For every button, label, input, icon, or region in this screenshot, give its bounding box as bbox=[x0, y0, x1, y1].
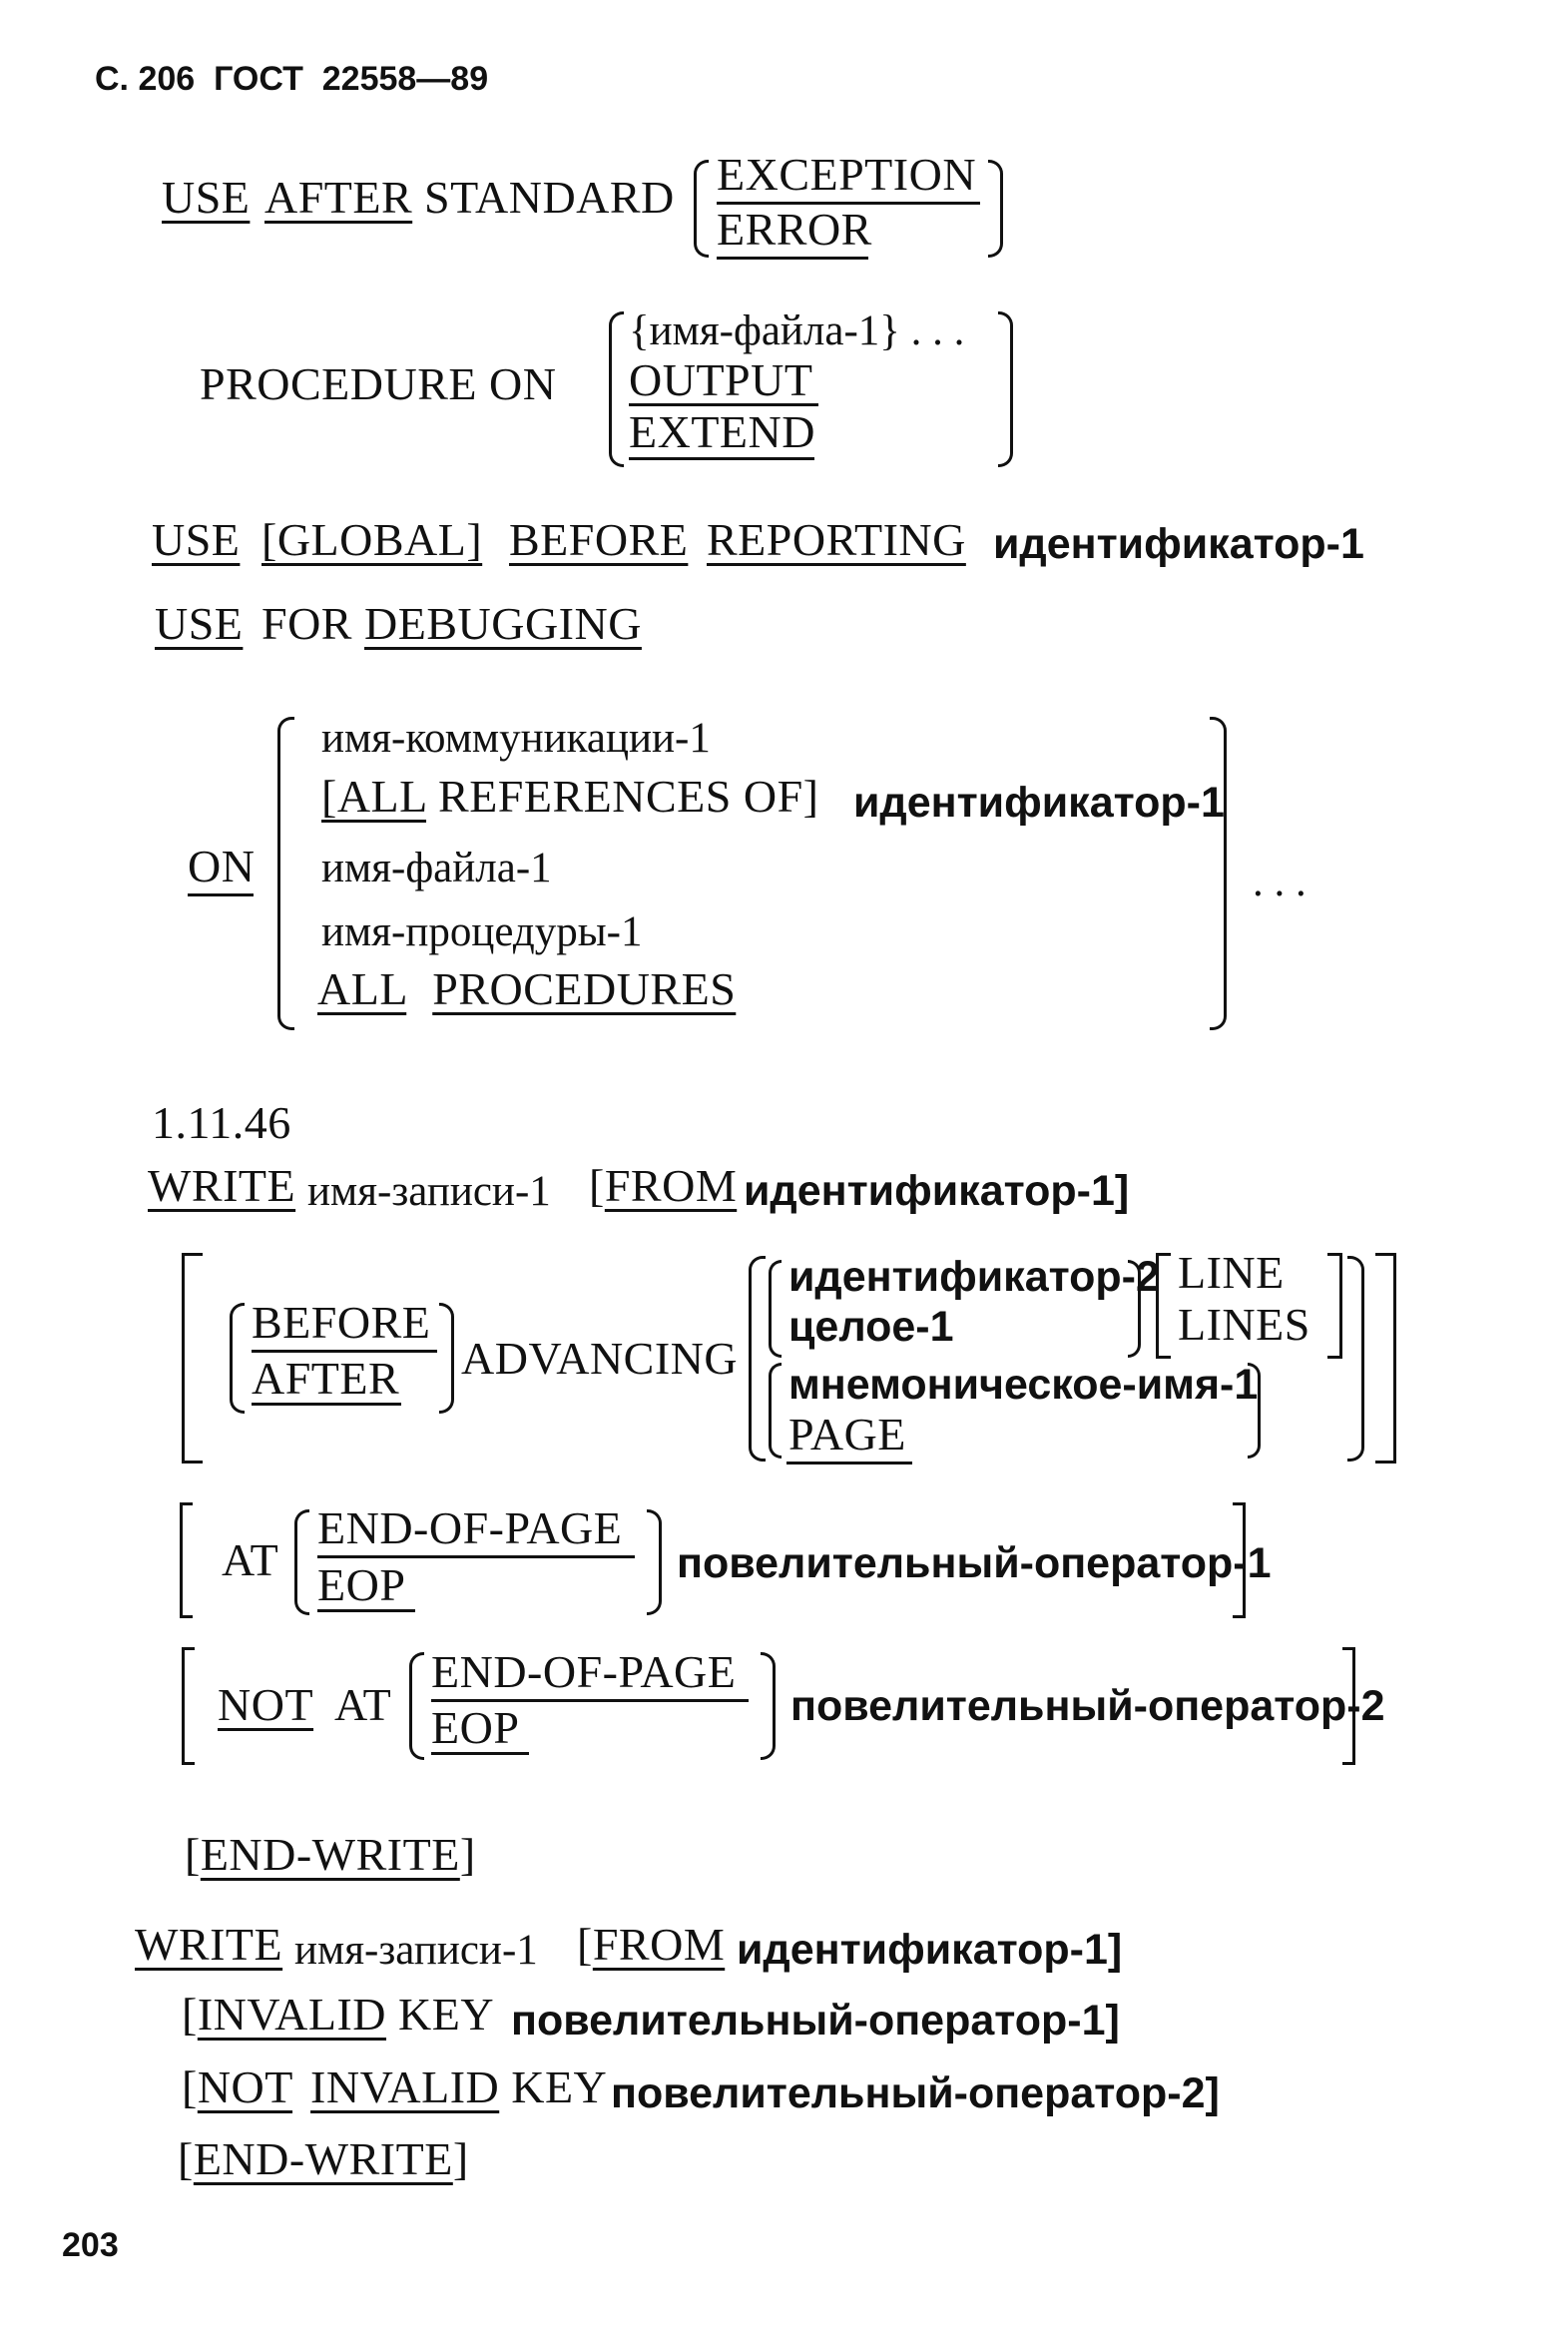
brace-left bbox=[230, 1303, 245, 1414]
kw-error: ERROR bbox=[717, 204, 872, 255]
imperative-statement-1: повелительный-оператор-1] bbox=[511, 1997, 1120, 2045]
kw-use: USE bbox=[162, 172, 251, 223]
underline bbox=[786, 1462, 912, 1465]
kw-use: USE bbox=[152, 514, 241, 565]
kw-after: AFTER bbox=[252, 1353, 400, 1404]
file-name: имя-файла-1 bbox=[321, 845, 552, 891]
brace-left bbox=[694, 160, 709, 258]
procedure-name: имя-процедуры-1 bbox=[321, 908, 643, 955]
underline bbox=[629, 457, 814, 460]
brace-left bbox=[277, 717, 294, 1030]
kw-use: USE bbox=[155, 598, 244, 649]
brace-left bbox=[609, 311, 624, 467]
identifier: идентификатор-1 bbox=[853, 779, 1225, 827]
brace-left bbox=[749, 1256, 766, 1462]
brace-right bbox=[439, 1303, 454, 1414]
kw-end-write: [END-WRITE] bbox=[178, 2133, 469, 2184]
bracket-left bbox=[180, 1502, 193, 1618]
bracket-left bbox=[1156, 1253, 1171, 1359]
record-name: имя-записи-1 bbox=[307, 1168, 551, 1215]
brace-right bbox=[1347, 1256, 1364, 1462]
underline bbox=[317, 1609, 415, 1612]
file-name-option: {имя-файла-1} . . . bbox=[629, 307, 965, 354]
brace-left bbox=[409, 1652, 424, 1760]
kw-from: [FROM bbox=[589, 1160, 738, 1211]
kw-before: BEFORE bbox=[509, 514, 689, 565]
bracket-left bbox=[182, 1647, 195, 1765]
mnemonic-name: мнемоническое-имя-1 bbox=[788, 1361, 1259, 1409]
kw-at: AT bbox=[334, 1679, 392, 1730]
section-number: 1.11.46 bbox=[152, 1097, 291, 1148]
kw-all-references: [ALL REFERENCES OF] bbox=[321, 771, 819, 822]
brace-right bbox=[1210, 717, 1227, 1030]
kw-debugging: DEBUGGING bbox=[364, 598, 642, 649]
kw-reporting: REPORTING bbox=[707, 514, 966, 565]
kw-standard: STANDARD bbox=[424, 172, 675, 223]
kw-end-of-page: END-OF-PAGE bbox=[317, 1502, 623, 1553]
bracket-right bbox=[1375, 1253, 1396, 1464]
record-name: имя-записи-1 bbox=[294, 1927, 538, 1974]
kw-on: ON bbox=[188, 841, 256, 891]
bracket-right bbox=[1342, 1647, 1355, 1765]
underline bbox=[717, 202, 980, 205]
imperative-statement-2: повелительный-оператор-2 bbox=[790, 1682, 1385, 1730]
imperative-statement-1: повелительный-оператор-1 bbox=[677, 1539, 1272, 1587]
kw-extend: EXTEND bbox=[629, 406, 815, 457]
kw-all-procedures: ALL PROCEDURES bbox=[317, 963, 737, 1014]
underline bbox=[252, 1403, 401, 1406]
brace-left bbox=[769, 1363, 782, 1459]
page-number: 203 bbox=[62, 2226, 119, 2264]
underline bbox=[317, 1555, 635, 1558]
identifier: идентификатор-1 bbox=[993, 520, 1364, 568]
identifier: идентификатор-1] bbox=[744, 1167, 1130, 1215]
kw-after: AFTER bbox=[264, 172, 413, 223]
kw-write: WRITE bbox=[148, 1160, 296, 1211]
underline bbox=[717, 257, 868, 260]
integer-1: целое-1 bbox=[788, 1303, 954, 1351]
invalid-key-clause: [INVALID KEY bbox=[182, 1989, 495, 2040]
underline bbox=[431, 1752, 529, 1755]
brace-left bbox=[769, 1260, 782, 1358]
bracket-left bbox=[182, 1253, 203, 1464]
kw-at: AT bbox=[222, 1534, 279, 1585]
kw-eop: EOP bbox=[317, 1559, 406, 1610]
brace-right bbox=[998, 311, 1013, 467]
kw-write: WRITE bbox=[135, 1919, 283, 1970]
underline bbox=[252, 1350, 437, 1353]
ellipsis: . . . bbox=[1253, 859, 1307, 905]
kw-line: LINE bbox=[1178, 1247, 1285, 1298]
brace-left bbox=[294, 1509, 309, 1615]
kw-output: OUTPUT bbox=[629, 354, 813, 405]
kw-before: BEFORE bbox=[252, 1297, 431, 1348]
kw-end-write: [END-WRITE] bbox=[185, 1829, 476, 1880]
imperative-statement-2: повелительный-оператор-2] bbox=[611, 2069, 1220, 2117]
underline bbox=[629, 403, 818, 406]
kw-advancing: ADVANCING bbox=[461, 1333, 739, 1384]
bracket-right bbox=[1327, 1253, 1342, 1359]
identifier: идентификатор-1] bbox=[737, 1926, 1123, 1974]
page-header: С. 206 ГОСТ 22558—89 bbox=[95, 60, 489, 98]
brace-right bbox=[1248, 1363, 1261, 1459]
kw-procedure-on: PROCEDURE ON bbox=[200, 358, 557, 409]
kw-end-of-page: END-OF-PAGE bbox=[431, 1646, 737, 1697]
brace-right bbox=[988, 160, 1003, 258]
kw-page: PAGE bbox=[788, 1409, 906, 1460]
kw-for: FOR bbox=[261, 598, 352, 649]
kw-exception: EXCEPTION bbox=[717, 149, 977, 200]
brace-right bbox=[647, 1509, 662, 1615]
kw-not: NOT bbox=[218, 1679, 314, 1730]
kw-lines: LINES bbox=[1178, 1299, 1310, 1350]
identifier-2: идентификатор-2 bbox=[788, 1253, 1160, 1301]
bracket-right bbox=[1233, 1502, 1246, 1618]
underline bbox=[188, 893, 254, 896]
brace-right bbox=[1128, 1260, 1141, 1358]
kw-global: [GLOBAL] bbox=[261, 514, 483, 565]
underline bbox=[431, 1699, 749, 1702]
comm-name: имя-коммуникации-1 bbox=[321, 715, 711, 762]
kw-from: [FROM bbox=[577, 1919, 726, 1970]
kw-eop: EOP bbox=[431, 1702, 520, 1753]
brace-right bbox=[761, 1652, 776, 1760]
not-invalid-key-clause: [NOT INVALID KEY bbox=[182, 2061, 608, 2112]
